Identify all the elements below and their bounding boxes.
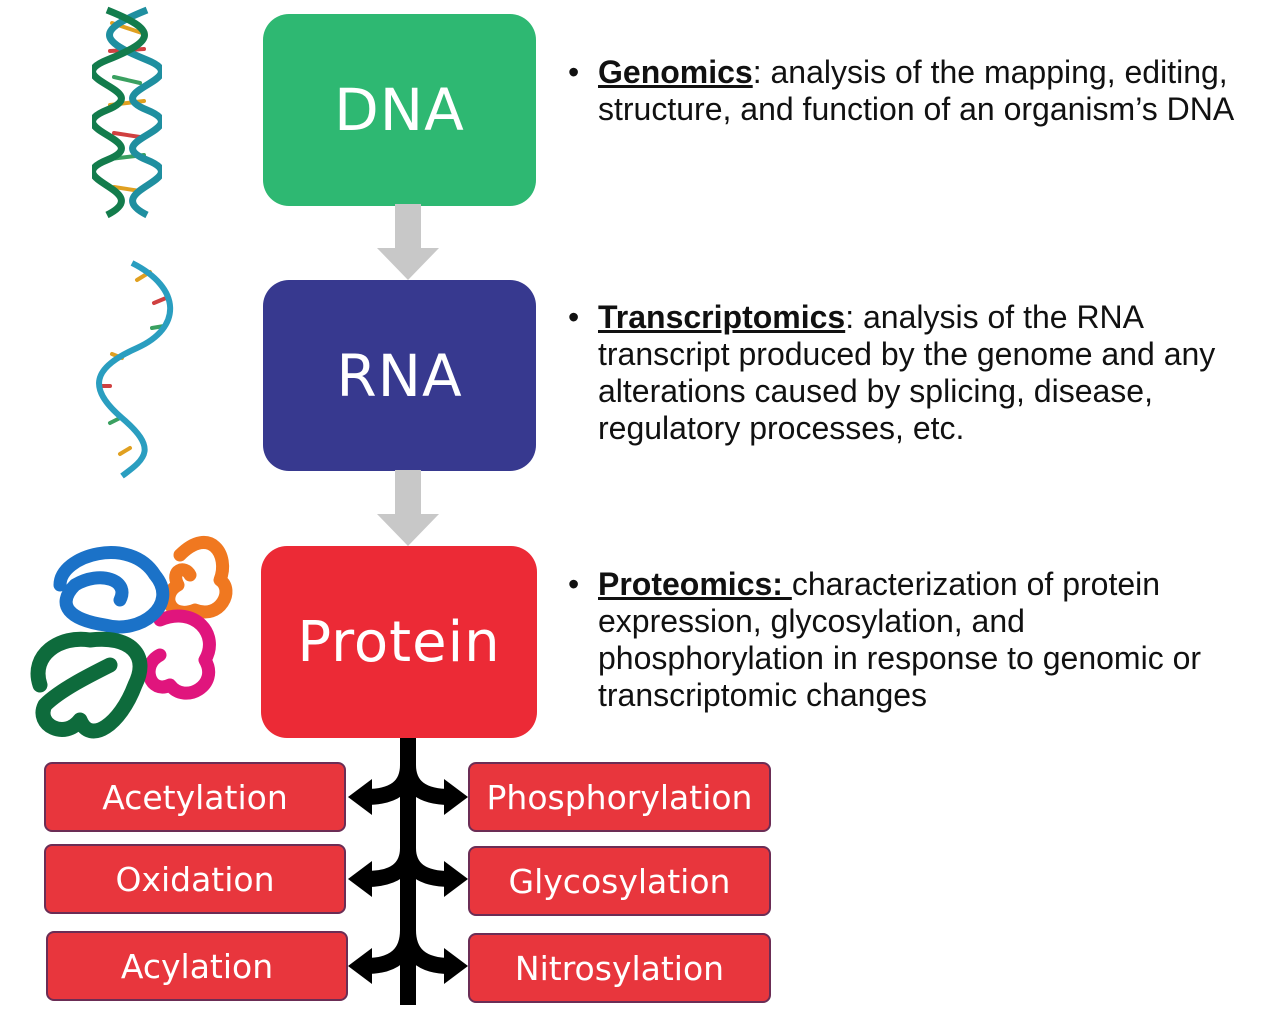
arrow-dna-to-rna (377, 204, 439, 280)
acylation-box: Acylation (46, 931, 348, 1001)
bullet: • (568, 566, 580, 602)
rna-box: RNA (263, 280, 536, 471)
protein-box: Protein (261, 546, 537, 738)
genomics-description: • Genomics: analysis of the mapping, edi… (568, 54, 1238, 128)
genomics-text: : analysis of the mapping, editing, stru… (598, 54, 1235, 127)
rna-label: RNA (336, 341, 463, 410)
proteomics-term: Proteomics: (598, 566, 792, 602)
proteomics-description: • Proteomics: characterization of protei… (568, 566, 1258, 714)
protein-label: Protein (297, 609, 501, 675)
transcriptomics-text: : analysis of the RNA transcript produce… (598, 299, 1216, 446)
glycosylation-box: Glycosylation (468, 846, 771, 916)
nitrosylation-label: Nitrosylation (514, 948, 725, 988)
transcriptomics-description: • Transcriptomics: analysis of the RNA t… (568, 299, 1238, 447)
oxidation-box: Oxidation (44, 844, 346, 914)
transcriptomics-term: Transcriptomics (598, 299, 846, 335)
phosphorylation-box: Phosphorylation (468, 762, 771, 832)
phosphorylation-label: Phosphorylation (486, 777, 753, 817)
dna-box: DNA (263, 14, 536, 206)
nitrosylation-box: Nitrosylation (468, 933, 771, 1003)
oxidation-label: Oxidation (115, 859, 275, 899)
arrow-rna-to-protein (377, 470, 439, 546)
protein-fold-icon (30, 536, 233, 739)
rna-strand-icon (96, 260, 174, 479)
dna-double-helix-icon (92, 6, 162, 219)
bullet: • (568, 54, 580, 90)
acetylation-box: Acetylation (44, 762, 346, 832)
proteomics-text: characterization of protein expression, … (598, 566, 1202, 713)
bullet: • (568, 299, 580, 335)
dna-label: DNA (334, 76, 465, 144)
acetylation-label: Acetylation (102, 777, 288, 817)
glycosylation-label: Glycosylation (508, 861, 731, 901)
acylation-label: Acylation (120, 946, 274, 986)
genomics-term: Genomics (598, 54, 753, 90)
